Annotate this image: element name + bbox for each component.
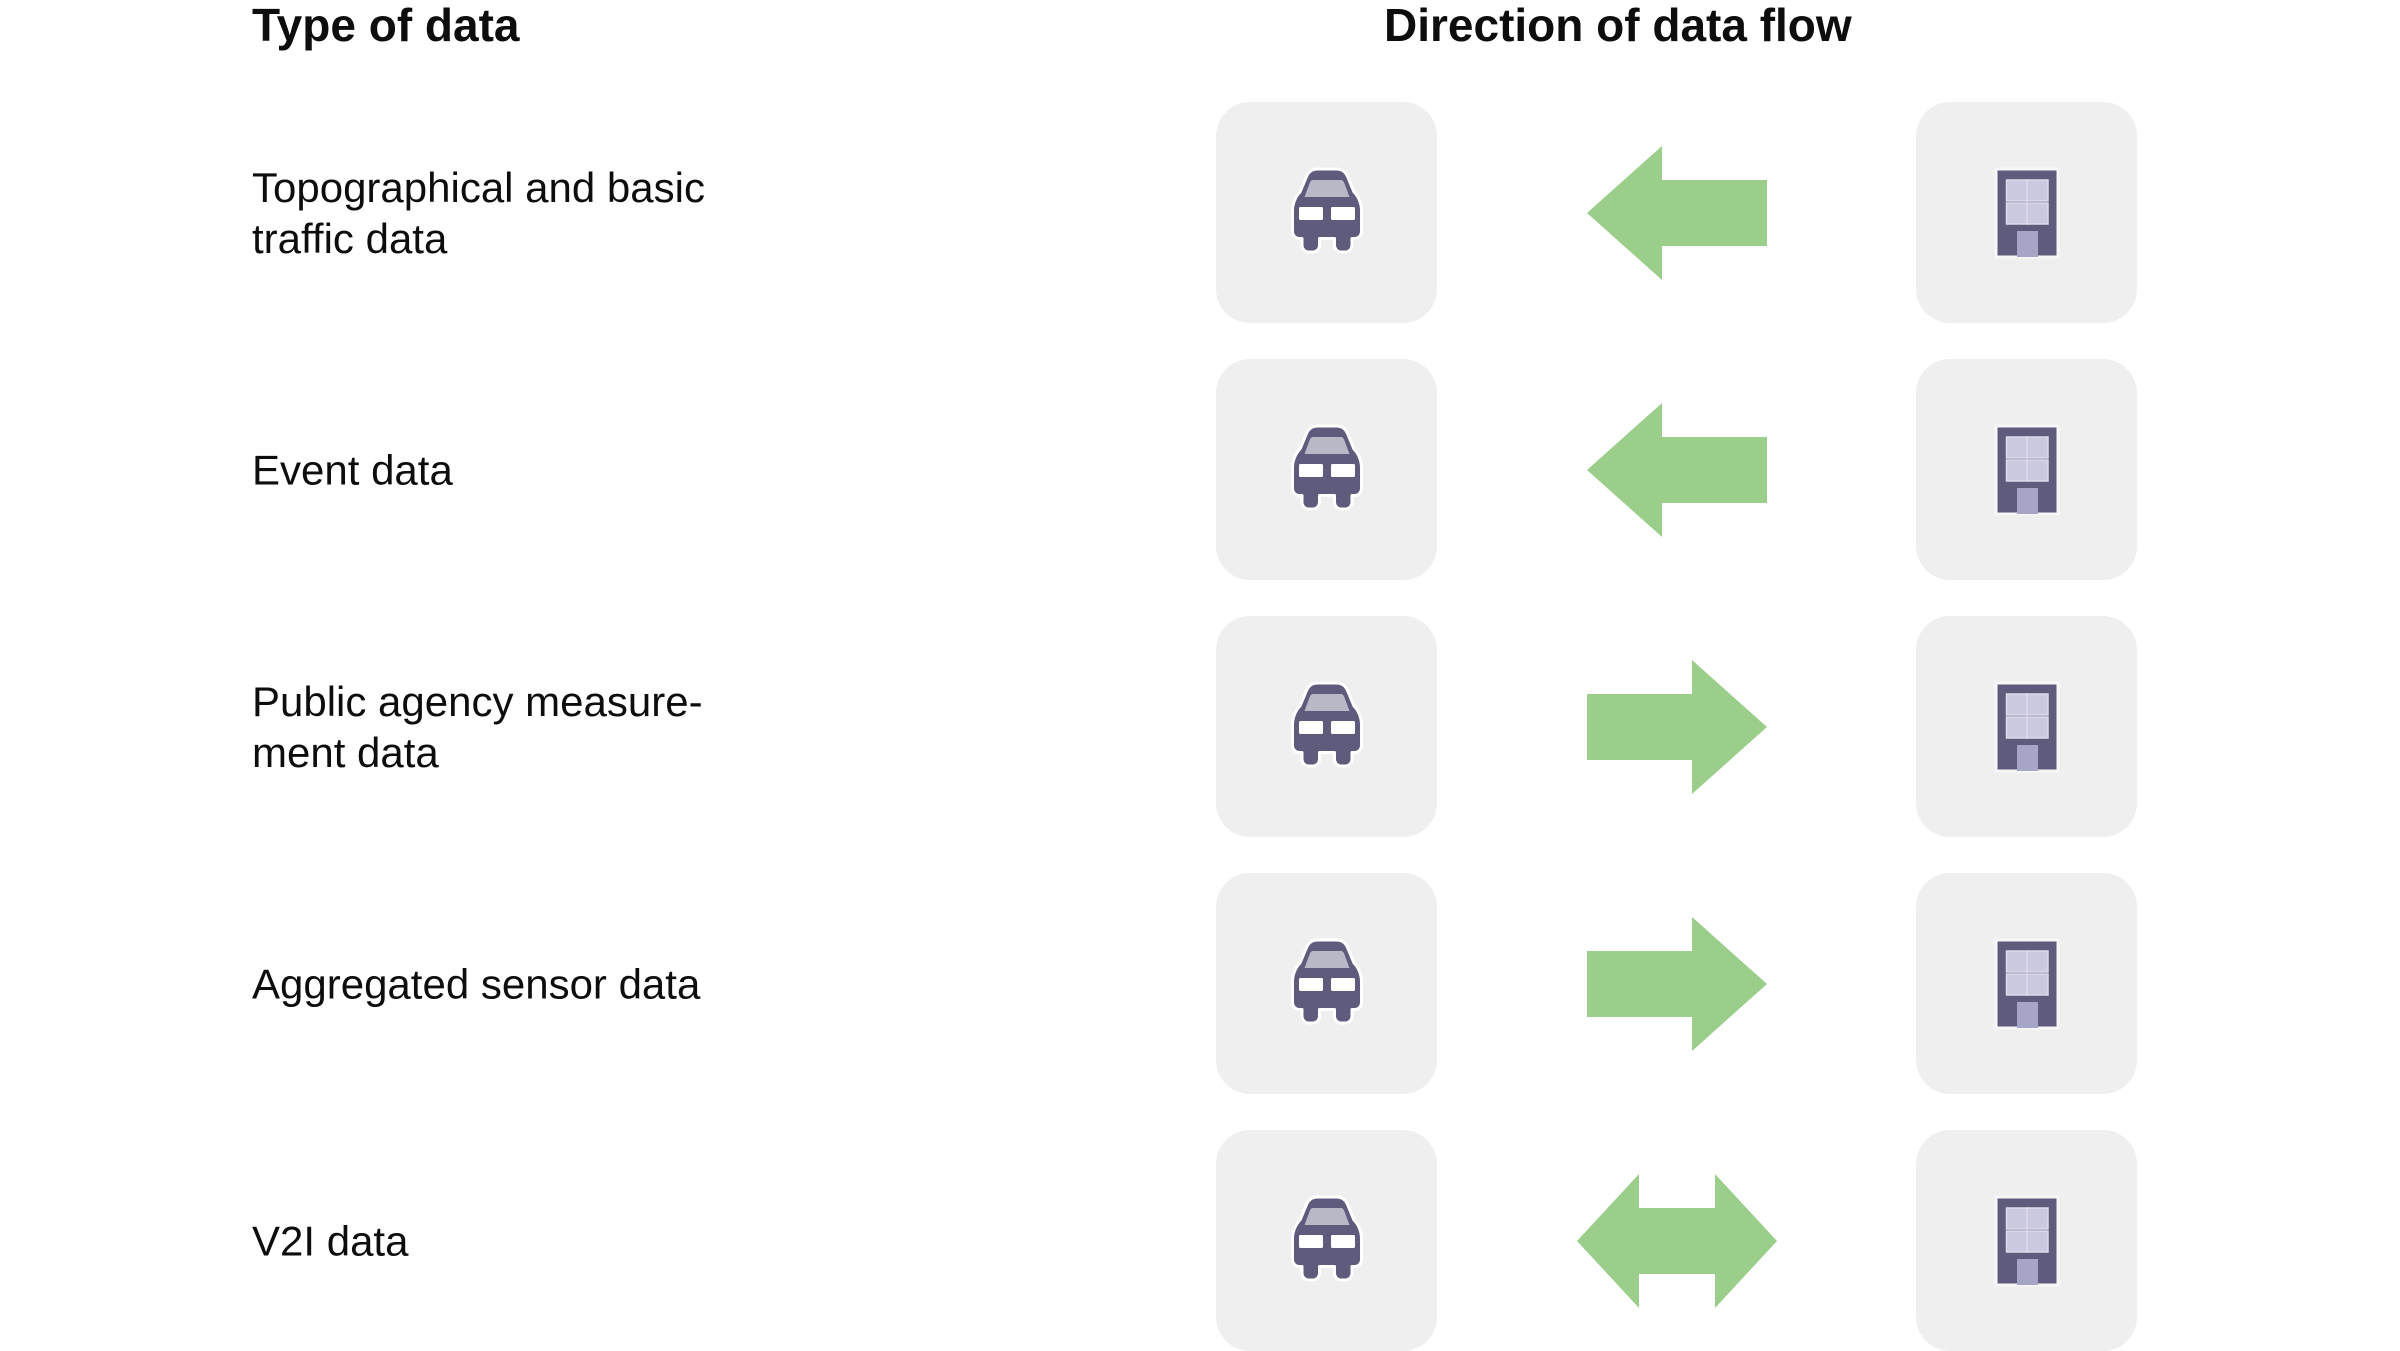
data-flow-arrow-cell <box>1437 359 1916 580</box>
public-agency-tile <box>1916 1130 2137 1351</box>
public-agency-tile <box>1916 359 2137 580</box>
data-flow-arrow-cell <box>1437 873 1916 1094</box>
arrow-right-icon <box>1586 909 1767 1059</box>
data-flow-arrow-cell <box>1437 1130 1916 1351</box>
arrow-left-icon-svg <box>1586 402 1767 537</box>
column-header-direction-of-data-flow: Direction of data flow <box>1384 0 1852 51</box>
row-label-type-of-data: Public agency measure- ment data <box>252 677 703 776</box>
data-flow-arrow-cell <box>1437 102 1916 323</box>
arrow-left-icon-svg <box>1586 145 1767 280</box>
data-flow-row: V2I data <box>0 1130 2400 1351</box>
arrow-right-icon-svg <box>1586 916 1767 1051</box>
arrow-left-icon <box>1586 138 1767 288</box>
building-icon <box>1961 147 2093 279</box>
data-flow-arrow-cell <box>1437 616 1916 837</box>
arrow-bidirectional-icon-svg <box>1576 1173 1777 1308</box>
data-flow-row: Event data <box>0 359 2400 580</box>
car-icon-svg <box>1290 1195 1363 1281</box>
arrow-right-icon <box>1586 652 1767 802</box>
building-icon <box>1961 661 2093 793</box>
data-flow-row: Public agency measure- ment data <box>0 616 2400 837</box>
car-icon <box>1261 661 1393 793</box>
building-icon-svg <box>1994 424 2059 515</box>
arrow-bidirectional-icon <box>1576 1166 1777 1316</box>
vehicle-tile <box>1216 102 1437 323</box>
vehicle-tile <box>1216 359 1437 580</box>
car-icon-svg <box>1290 424 1363 510</box>
car-icon-svg <box>1290 681 1363 767</box>
row-label-type-of-data: V2I data <box>252 1216 409 1264</box>
car-icon-svg <box>1290 938 1363 1024</box>
car-icon <box>1261 918 1393 1050</box>
public-agency-tile <box>1916 102 2137 323</box>
building-icon <box>1961 918 2093 1050</box>
row-label-type-of-data: Aggregated sensor data <box>252 959 701 1007</box>
row-label-type-of-data: Event data <box>252 445 453 493</box>
vehicle-tile <box>1216 616 1437 837</box>
car-icon <box>1261 404 1393 536</box>
vehicle-tile <box>1216 873 1437 1094</box>
row-label-type-of-data: Topographical and basic traffic data <box>252 163 705 262</box>
arrow-right-icon-svg <box>1586 659 1767 794</box>
building-icon <box>1961 404 2093 536</box>
public-agency-tile <box>1916 616 2137 837</box>
car-icon <box>1261 147 1393 279</box>
car-icon <box>1261 1175 1393 1307</box>
building-icon-svg <box>1994 938 2059 1029</box>
arrow-left-icon <box>1586 395 1767 545</box>
car-icon-svg <box>1290 167 1363 253</box>
building-icon <box>1961 1175 2093 1307</box>
building-icon-svg <box>1994 167 2059 258</box>
building-icon-svg <box>1994 681 2059 772</box>
building-icon-svg <box>1994 1195 2059 1286</box>
data-flow-row: Topographical and basic traffic data <box>0 102 2400 323</box>
data-flow-row: Aggregated sensor data <box>0 873 2400 1094</box>
vehicle-tile <box>1216 1130 1437 1351</box>
public-agency-tile <box>1916 873 2137 1094</box>
column-header-type-of-data: Type of data <box>252 0 520 51</box>
